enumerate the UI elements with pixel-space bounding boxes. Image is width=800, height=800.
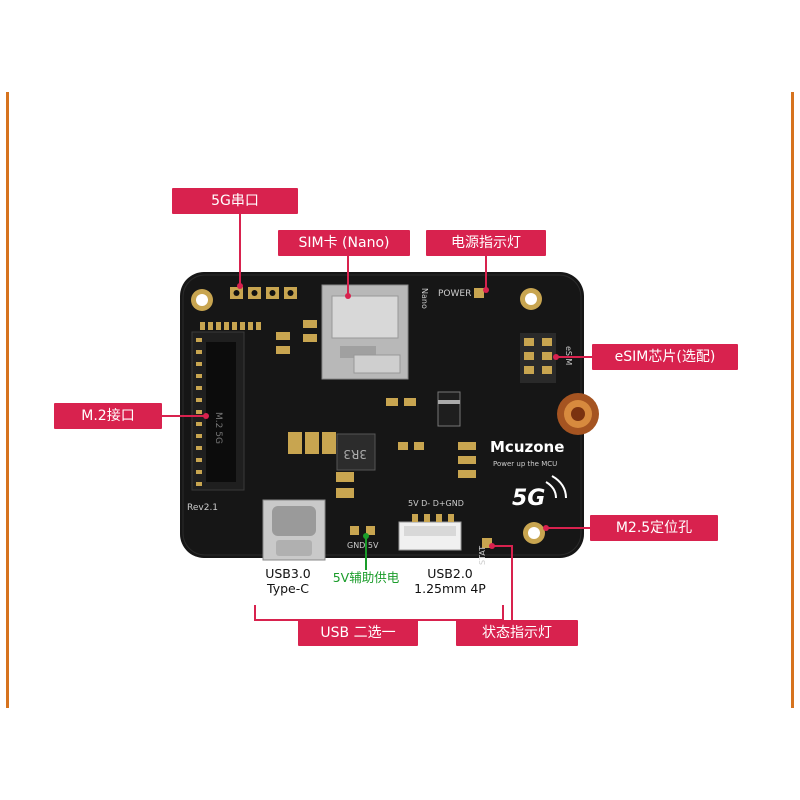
aux-pins-silkscreen: GND 5V bbox=[347, 541, 379, 550]
usb2-pins-silkscreen: 5V D- D+GND bbox=[408, 499, 464, 508]
inductor-silkscreen: 3R3 bbox=[343, 447, 367, 461]
power-led bbox=[474, 288, 484, 298]
diode bbox=[437, 391, 461, 427]
usb2-label-line2: 1.25mm 4P bbox=[414, 581, 486, 596]
usb2-label-line1: USB2.0 bbox=[427, 566, 473, 581]
callout-sim-card: SIM卡 (Nano) bbox=[278, 230, 410, 256]
brand-text: Mcuzone bbox=[490, 438, 564, 456]
usb2-connector bbox=[398, 514, 462, 551]
status-led bbox=[482, 538, 492, 548]
top-pads-row bbox=[200, 322, 261, 330]
mounting-hole-bottom-right bbox=[523, 522, 545, 544]
callout-m25-hole: M2.5定位孔 bbox=[590, 515, 718, 541]
logo-5g: 5G bbox=[512, 486, 545, 511]
passive-components bbox=[276, 320, 476, 498]
usb-c-connector bbox=[262, 499, 326, 561]
antenna-connector bbox=[557, 393, 599, 435]
slogan-text: Power up the MCU bbox=[493, 460, 557, 468]
mounting-hole-top-left bbox=[191, 289, 213, 311]
callout-status-led: 状态指示灯 bbox=[456, 620, 578, 646]
inductor bbox=[336, 433, 376, 471]
m2-silkscreen: M.2 5G bbox=[213, 412, 223, 444]
usb3-label-line2: Type-C bbox=[267, 581, 309, 596]
m2-connector bbox=[191, 331, 245, 491]
diode-band bbox=[438, 400, 460, 404]
serial-header-pins bbox=[230, 287, 297, 299]
nano-silkscreen: Nano bbox=[420, 288, 429, 309]
stat-silkscreen: STAT bbox=[478, 546, 487, 565]
callout-5g-serial: 5G串口 bbox=[172, 188, 298, 214]
callout-power-led: 电源指示灯 bbox=[426, 230, 546, 256]
leader-status bbox=[492, 545, 513, 620]
leader-usb-bracket bbox=[254, 605, 504, 621]
aux-power-pads bbox=[350, 526, 375, 535]
sim-slot bbox=[321, 284, 409, 380]
mounting-hole-top-right bbox=[520, 288, 542, 310]
pcb-board bbox=[180, 272, 584, 558]
usb3-label-line1: USB3.0 bbox=[265, 566, 311, 581]
callout-esim-chip: eSIM芯片(选配) bbox=[592, 344, 738, 370]
callout-m2-interface: M.2接口 bbox=[54, 403, 162, 429]
usb2-label: USB2.0 1.25mm 4P bbox=[408, 566, 492, 596]
esim-chip bbox=[520, 333, 556, 383]
rev-silkscreen: Rev2.1 bbox=[187, 503, 218, 513]
aux-power-label: 5V辅助供电 bbox=[332, 570, 400, 585]
esim-silkscreen: eSIM bbox=[564, 346, 573, 365]
leader-dots bbox=[203, 283, 559, 549]
callout-usb-choice: USB 二选一 bbox=[298, 620, 418, 646]
power-silkscreen: POWER bbox=[438, 289, 471, 299]
frame-right-border bbox=[791, 92, 794, 708]
signal-arcs bbox=[545, 475, 567, 499]
frame-left-border bbox=[6, 92, 9, 708]
usb3-label: USB3.0 Type-C bbox=[255, 566, 321, 596]
leader-aux-dot bbox=[363, 533, 369, 539]
